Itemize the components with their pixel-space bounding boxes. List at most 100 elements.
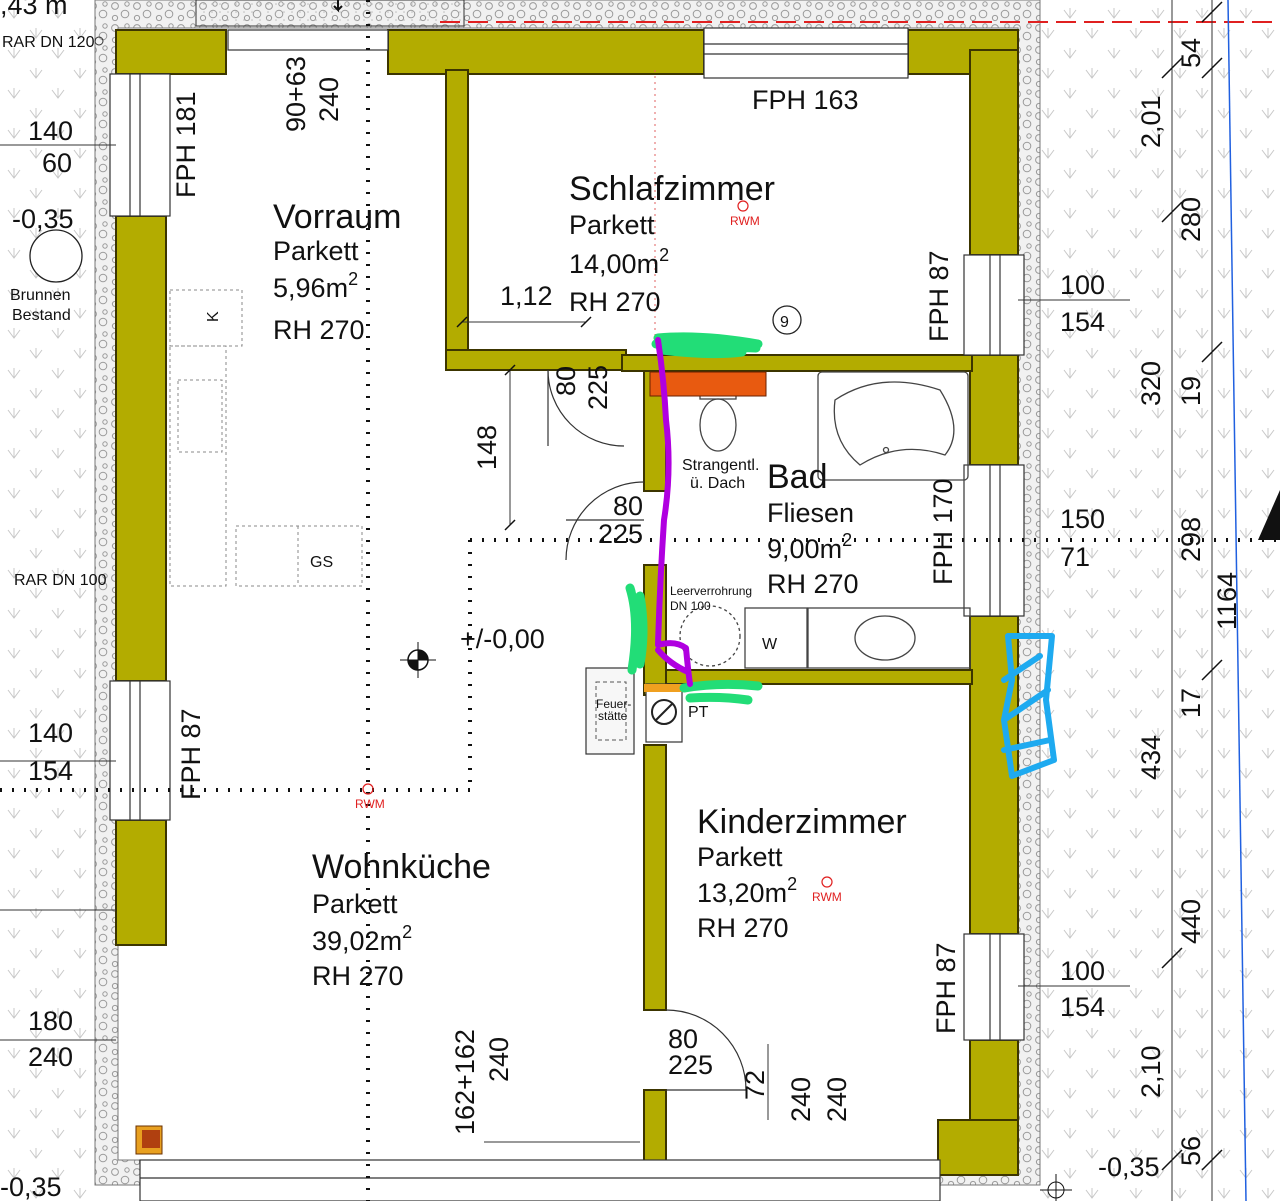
rwm-markers — [362, 200, 833, 888]
rwm-label-2: RWM — [355, 797, 385, 811]
dim-80-c: 80 — [668, 1024, 698, 1054]
window-fph87-b: FPH 87 — [176, 708, 206, 800]
dimension-lines — [0, 0, 1213, 1201]
bottom-right-datum — [1040, 1174, 1072, 1201]
label-ueber-dach: ü. Dach — [690, 475, 745, 492]
dim-72: 72 — [740, 1070, 770, 1100]
green-mark-bottom — [679, 679, 763, 705]
right-71: 71 — [1060, 542, 1090, 572]
washbasin — [854, 615, 916, 661]
wohnkueche-area: 39,02m2 — [312, 922, 412, 956]
window-fph87-a: FPH 87 — [924, 250, 954, 342]
vorraum-height: RH 270 — [273, 315, 365, 345]
vert-280: 280 — [1176, 197, 1206, 242]
dim-240-c: 240 — [484, 1037, 514, 1082]
dim-90-63: 90+63 — [281, 56, 311, 132]
dim-1-12: 1,12 — [500, 281, 553, 311]
marker-9-circle — [772, 305, 802, 335]
window-fph170: FPH 170 — [928, 478, 958, 585]
dim-level-000: +/-0,00 — [460, 624, 545, 654]
room-wohnkueche: Wohnküche Parkett 39,02m2 RH 270 — [312, 848, 491, 991]
vorraum-name: Vorraum — [273, 198, 402, 236]
room-bad: Bad Fliesen 9,00m2 RH 270 — [767, 458, 859, 599]
left-035-a: -0,35 — [12, 204, 74, 234]
bad-height: RH 270 — [767, 569, 859, 599]
schlafzimmer-floor: Parkett — [569, 210, 655, 240]
label-gs: GS — [310, 554, 333, 571]
bad-area: 9,00m2 — [767, 530, 852, 564]
entrance-landing — [195, 0, 465, 27]
label-pt: PT — [688, 704, 709, 721]
green-mark-top — [651, 332, 763, 359]
right-154-b: 154 — [1060, 992, 1105, 1022]
right-150: 150 — [1060, 504, 1105, 534]
right-100-a: 100 — [1060, 270, 1105, 300]
wohnkueche-name: Wohnküche — [312, 848, 491, 886]
label-leerverrohrung: Leerverrohrung — [670, 584, 752, 598]
bathroom-fixtures — [679, 371, 971, 669]
chimney-cap — [644, 684, 684, 692]
schlafzimmer-name: Schlafzimmer — [569, 170, 775, 208]
dim-240-top: 240 — [314, 77, 344, 122]
dim-225-a: 225 — [583, 365, 613, 410]
purple-pipe — [655, 337, 693, 687]
left-140-b: 140 — [28, 718, 73, 748]
brunnen-label: Brunnen — [10, 287, 71, 304]
right-154-a: 154 — [1060, 307, 1105, 337]
room-vorraum: Vorraum Parkett 5,96m2 RH 270 — [273, 198, 402, 345]
window-fph163: FPH 163 — [752, 85, 859, 115]
wohnkueche-floor: Parkett — [312, 889, 398, 919]
vert-2-01: 2,01 — [1136, 95, 1166, 148]
bad-floor: Fliesen — [767, 498, 854, 528]
terrain-left — [0, 0, 95, 1201]
interior-floor — [140, 50, 970, 1160]
terrain-right — [1040, 0, 1280, 1201]
label-dn100: DN 100 — [670, 599, 711, 613]
left-240: 240 — [28, 1042, 73, 1072]
window-fph87-c: FPH 87 — [931, 942, 961, 1034]
kinderzimmer-height: RH 270 — [697, 913, 789, 943]
entry-arrow — [333, 0, 343, 13]
schlafzimmer-height: RH 270 — [569, 287, 661, 317]
vert-56: 56 — [1176, 1136, 1206, 1166]
bestand-label: Bestand — [12, 307, 71, 324]
kinderzimmer-floor: Parkett — [697, 842, 783, 872]
vert-434: 434 — [1136, 735, 1166, 780]
label-strangentl: Strangentl. — [682, 457, 759, 474]
window-frames — [109, 27, 1025, 1201]
vert-54: 54 — [1176, 38, 1206, 68]
kinderzimmer-name: Kinderzimmer — [697, 803, 907, 841]
vert-440: 440 — [1176, 899, 1206, 944]
label-feuer-2: stätte — [598, 709, 628, 723]
dim-80-b: 80 — [613, 491, 643, 521]
dim-240-e: 240 — [822, 1077, 852, 1122]
left-140-a: 140 — [28, 116, 73, 146]
vert-298: 298 — [1176, 517, 1206, 562]
rar-dn100: RAR DN 100 — [14, 572, 107, 589]
blue-scribble — [1001, 633, 1057, 779]
dim-225-c: 225 — [668, 1050, 713, 1080]
north-arrow — [1258, 490, 1280, 540]
vanity — [807, 607, 971, 669]
left-154: 154 — [28, 756, 73, 786]
label-feuer-1: Feuer- — [596, 697, 631, 711]
left-180: 180 — [28, 1006, 73, 1036]
kitchen-fixtures — [169, 289, 363, 587]
walls — [115, 29, 1019, 1176]
bathtub — [817, 371, 969, 481]
right-035: -0,35 — [1098, 1152, 1160, 1182]
vert-19: 19 — [1176, 376, 1206, 406]
green-mark-left — [625, 583, 648, 675]
dim-80-a: 80 — [551, 366, 581, 396]
rwm-label-3: RWM — [812, 890, 842, 904]
room-kinderzimmer: Kinderzimmer Parkett 13,20m2 RH 270 — [697, 803, 907, 943]
marker-9: 9 — [780, 314, 789, 331]
vert-2-10: 2,10 — [1136, 1045, 1166, 1098]
vert-17: 17 — [1176, 688, 1206, 718]
wohnkueche-height: RH 270 — [312, 961, 404, 991]
kinderzimmer-area: 13,20m2 — [697, 874, 797, 908]
label-w: W — [762, 636, 778, 653]
vorraum-area: 5,96m2 — [273, 269, 358, 303]
